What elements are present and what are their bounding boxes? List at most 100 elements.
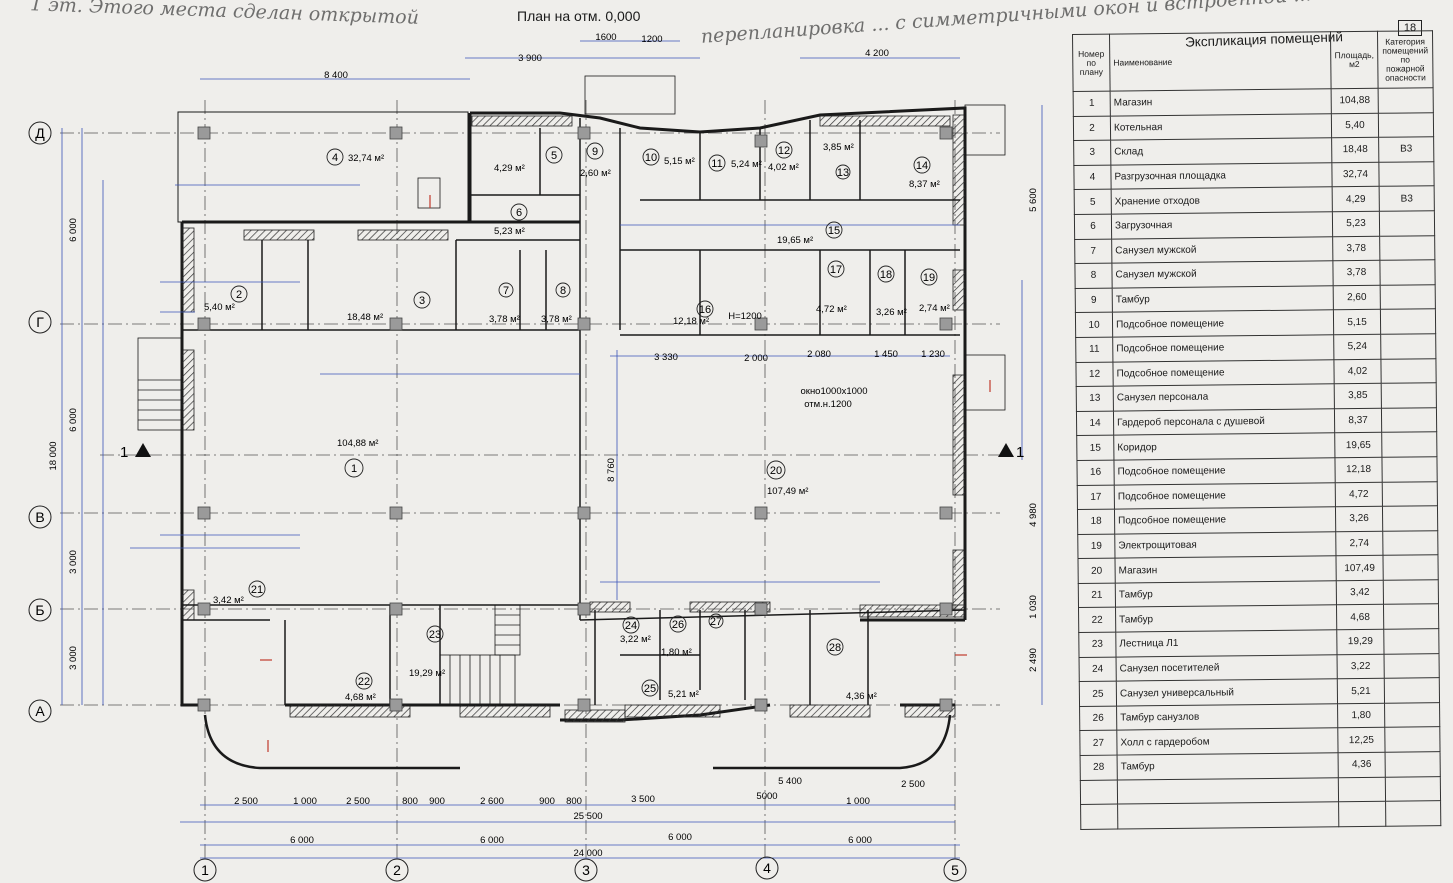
cell-number: 7 <box>1074 238 1112 264</box>
cell-area: 5,23 <box>1332 211 1380 237</box>
cell-category <box>1384 653 1440 679</box>
cell-category <box>1385 776 1441 802</box>
window-note-2: отм.н.1200 <box>804 399 852 410</box>
cell-area: 3,78 <box>1332 260 1381 286</box>
room-area-11: 5,24 м² <box>731 159 762 170</box>
dim-bottom-d11: 1 000 <box>846 796 870 807</box>
cell-number: 27 <box>1079 730 1118 756</box>
dim-top-1200: 1200 <box>641 34 662 45</box>
room-area-19: 2,74 м² <box>919 303 950 314</box>
dim-bottom-d4: 800 <box>402 796 418 807</box>
cell-number: 9 <box>1075 287 1113 313</box>
explication-table: Номер по плану Наименование Площадь, м2 … <box>1072 30 1441 830</box>
cell-area: 4,68 <box>1336 604 1384 630</box>
room-num-5: 5 <box>551 150 557 162</box>
cell-area: 3,42 <box>1336 580 1384 606</box>
cell-number: 22 <box>1078 607 1116 633</box>
cell-number: 13 <box>1076 386 1114 412</box>
cell-number <box>1080 779 1118 805</box>
room-num-6: 6 <box>516 207 522 219</box>
cell-number: 16 <box>1076 459 1115 485</box>
cell-category <box>1381 456 1438 482</box>
cell-area: 3,26 <box>1335 506 1383 532</box>
room-area-14: 8,37 м² <box>909 179 940 190</box>
axis-label-d: Д <box>35 125 45 141</box>
cell-category <box>1382 554 1439 581</box>
cell-area: 3,22 <box>1337 653 1385 680</box>
cell-number: 17 <box>1077 484 1115 510</box>
cell-number: 2 <box>1073 115 1111 141</box>
cell-name: Загрузочная <box>1111 211 1333 239</box>
cell-number: 5 <box>1074 189 1112 215</box>
cell-number: 23 <box>1078 632 1117 658</box>
cell-area: 12,18 <box>1334 457 1383 483</box>
dim-bottom-span-2: 6 000 <box>480 835 504 846</box>
cell-category <box>1383 604 1439 630</box>
cell-name: Тамбур санузлов <box>1116 703 1338 731</box>
cell-area: 8,37 <box>1334 407 1382 434</box>
room-num-22: 22 <box>358 676 370 688</box>
cell-number: 19 <box>1077 533 1115 559</box>
cell-name: Санузел персонала <box>1113 383 1335 411</box>
table-row <box>1080 800 1441 830</box>
room-area-17: 4,72 м² <box>816 304 847 315</box>
cell-area <box>1338 801 1386 827</box>
room-area-8: 3,78 м² <box>541 314 572 325</box>
cell-name: Склад <box>1110 137 1332 165</box>
dim-left-span-1: 6 000 <box>68 218 79 242</box>
dim-corr-4: 1 450 <box>874 349 898 360</box>
cell-category <box>1382 505 1438 531</box>
cell-area: 3,85 <box>1334 383 1382 409</box>
dim-corr-1: 3 330 <box>654 352 678 363</box>
cell-number: 1 <box>1073 91 1111 117</box>
cell-category <box>1382 481 1438 507</box>
room-area-15: 19,65 м² <box>777 235 813 246</box>
room-num-27: 27 <box>710 616 722 628</box>
dim-corr-3: 2 080 <box>807 349 831 360</box>
header-number: Номер по плану <box>1072 34 1111 92</box>
cell-category: В3 <box>1378 136 1434 163</box>
axis-label-3: 3 <box>582 862 590 878</box>
dim-bottom-24000: 24 000 <box>573 848 602 859</box>
room-num-13: 13 <box>837 167 849 179</box>
cell-area: 2,74 <box>1335 530 1383 557</box>
cell-name: Тамбур <box>1112 285 1334 313</box>
cell-name: Санузел посетителей <box>1116 654 1338 682</box>
explication-header-row: Номер по плану Наименование Площадь, м2 … <box>1072 30 1434 92</box>
dim-top-3900: 3 900 <box>518 53 542 64</box>
dim-bottom-d3: 2 500 <box>346 796 370 807</box>
cell-name: Лестница Л1 <box>1115 629 1338 657</box>
dim-right-span-3: 1 030 <box>1028 595 1039 619</box>
stair-l1 <box>439 604 521 706</box>
dim-top-8400: 8 400 <box>324 70 348 81</box>
cell-name: Санузел универсальный <box>1116 679 1338 706</box>
cell-area: 5,15 <box>1333 309 1381 335</box>
cell-name: Подсобное помещение <box>1112 310 1334 338</box>
cell-number: 18 <box>1077 509 1115 535</box>
cell-category <box>1380 333 1436 359</box>
dim-bottom-25500: 25 500 <box>573 811 602 822</box>
axis-label-4: 4 <box>763 860 771 876</box>
cell-number: 11 <box>1075 337 1113 363</box>
section-label-left: 1 <box>120 444 128 461</box>
dim-right-span-4: 2 490 <box>1028 648 1039 672</box>
room-num-17: 17 <box>830 264 842 276</box>
cell-number: 26 <box>1079 705 1117 731</box>
dim-top-4200: 4 200 <box>865 48 889 59</box>
axis-bubbles <box>28 121 967 882</box>
cell-name: Подсобное помещение <box>1114 482 1336 510</box>
axis-label-a: А <box>35 703 45 719</box>
cell-category <box>1379 259 1436 286</box>
cell-name: Котельная <box>1110 113 1332 141</box>
cell-area: 32,74 <box>1331 162 1380 188</box>
dim-bottom-d8: 800 <box>566 796 582 807</box>
dim-bottom-span-1: 6 000 <box>290 835 314 846</box>
